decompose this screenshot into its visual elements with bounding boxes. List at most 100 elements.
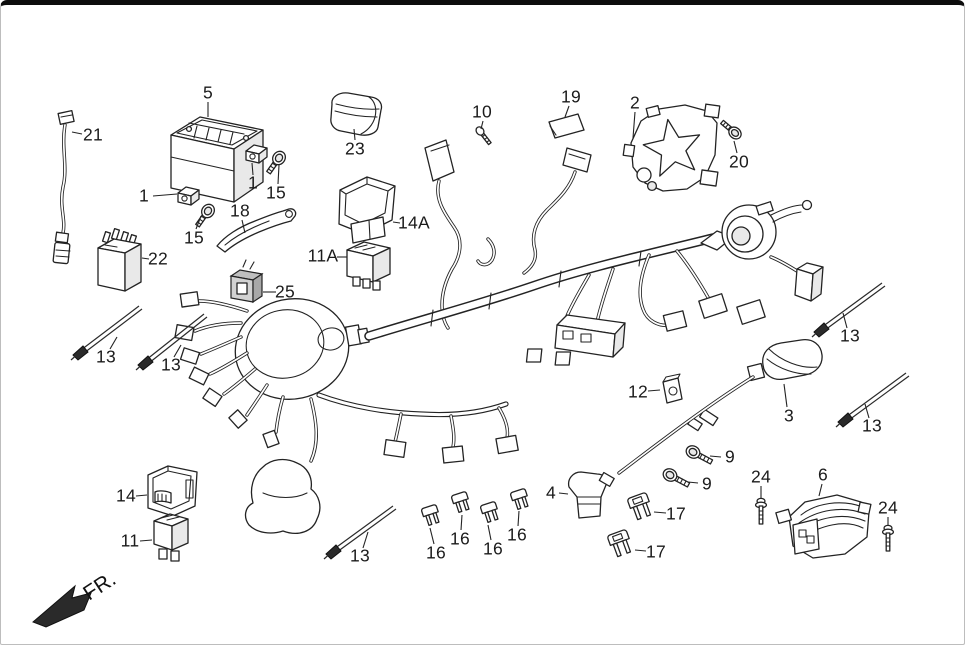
leader-line-14A-9 <box>392 221 401 224</box>
callout-label-25-11: 25 <box>274 281 296 302</box>
leader-line-13-19 <box>864 403 870 419</box>
leader-line-9-23 <box>709 455 722 458</box>
leader-line-13-17 <box>173 344 182 358</box>
callout-label-23-8: 23 <box>344 138 366 159</box>
part-mini-fuse-16b <box>451 491 470 513</box>
leader-line-14-35 <box>135 494 148 497</box>
wiring-diagram-illustration: FR. <box>32 92 910 628</box>
callout-label-13-18: 13 <box>839 325 861 346</box>
leader-line-16-29 <box>517 510 520 527</box>
wire-harness <box>174 139 824 534</box>
callout-label-16-26: 16 <box>425 542 447 563</box>
callout-label-16-28: 16 <box>482 538 504 559</box>
part-fuse-case <box>147 465 198 517</box>
part-cable-strap-a <box>70 305 143 361</box>
part-cushion-pad <box>548 113 585 139</box>
callout-label-24-33: 24 <box>877 497 899 518</box>
callout-label-11-36: 11 <box>120 530 140 551</box>
leader-line-22-7 <box>141 257 150 260</box>
callout-label-11A-10: 11A <box>307 245 339 266</box>
callout-label-22-7: 22 <box>147 248 169 269</box>
part-cable-strap-e <box>323 505 397 560</box>
callout-label-21-0: 21 <box>82 124 104 145</box>
leader-line-19-13 <box>564 105 570 118</box>
part-flange-bolt-20 <box>720 119 742 140</box>
part-cable-strap-c <box>811 282 886 338</box>
leader-line-10-12 <box>480 120 484 130</box>
leader-line-16-27 <box>460 514 463 531</box>
callout-label-2-14: 2 <box>629 92 641 113</box>
leader-line-17-31 <box>634 549 647 552</box>
part-fuse-case-comp <box>338 176 396 244</box>
leader-line-4-25 <box>558 492 569 495</box>
part-flange-bolt-9b <box>662 468 691 488</box>
callout-leader-lines <box>71 102 889 552</box>
callout-label-13-16: 13 <box>95 346 117 367</box>
part-relay <box>153 513 189 562</box>
callout-label-24-32: 24 <box>750 466 772 487</box>
callout-label-17-31: 17 <box>645 541 667 562</box>
part-relay-comp <box>346 241 391 291</box>
part-ignition-coil <box>617 339 823 475</box>
part-cable-strap-b <box>135 313 208 371</box>
leader-line-9-24 <box>687 481 699 484</box>
part-relay-unit <box>97 227 142 292</box>
fr-arrow-icon <box>32 584 92 628</box>
part-terminal-nut-right <box>245 144 268 164</box>
leader-line-18-6 <box>241 219 246 234</box>
callout-label-13-17: 13 <box>160 354 182 375</box>
callout-label-17-30: 17 <box>665 503 687 524</box>
part-tapping-screw-24b <box>881 524 895 552</box>
callout-label-15-3: 15 <box>183 227 205 248</box>
part-tapping-screw-24a <box>754 497 768 525</box>
part-mini-fuse-16a <box>421 504 440 526</box>
callout-label-14A-9: 14A <box>397 212 431 233</box>
callout-label-10-12: 10 <box>471 101 493 122</box>
leader-line-20-15 <box>733 140 738 154</box>
leader-line-15-5 <box>277 164 280 185</box>
part-screw-10 <box>475 126 492 146</box>
part-cable-strap-d <box>835 372 910 428</box>
part-blade-fuse-17b <box>607 529 632 558</box>
leader-line-3-22 <box>783 383 788 408</box>
callout-label-5-1: 5 <box>202 82 214 103</box>
callout-label-15-5: 15 <box>265 182 287 203</box>
leader-line-1-2 <box>152 193 178 197</box>
callout-label-16-27: 16 <box>449 528 471 549</box>
leader-line-13-20 <box>362 531 369 549</box>
part-connector-25 <box>229 259 264 304</box>
callout-label-13-19: 13 <box>861 415 883 436</box>
part-bracket-assembly <box>622 103 721 192</box>
leader-line-13-18 <box>842 312 848 329</box>
part-terminal-cover <box>330 92 383 136</box>
fr-direction-indicator: FR. <box>32 567 120 628</box>
callout-label-1-2: 1 <box>138 185 150 206</box>
leader-line-15-3 <box>195 215 202 230</box>
callout-label-12-21: 12 <box>627 381 649 402</box>
harness-connectors-left <box>174 291 280 449</box>
leader-line-1-4 <box>251 162 254 176</box>
part-blade-fuse-17a <box>627 492 652 521</box>
part-regulator-rectifier <box>775 494 872 559</box>
leader-line-16-28 <box>487 524 492 541</box>
leader-line-17-30 <box>653 511 667 514</box>
leader-line-13-16 <box>109 336 118 350</box>
leader-line-23-8 <box>353 128 356 141</box>
ignition-switch <box>700 199 813 260</box>
part-battery-cable <box>52 110 75 265</box>
callout-label-6-34: 6 <box>817 464 829 485</box>
leader-line-16-26 <box>429 527 435 545</box>
leader-line-12-21 <box>647 389 661 392</box>
leader-line-2-14 <box>632 111 636 139</box>
callout-label-9-23: 9 <box>724 446 736 467</box>
callout-label-20-15: 20 <box>728 151 750 172</box>
part-mini-fuse-16d <box>510 488 529 510</box>
part-mini-fuse-16c <box>480 501 499 523</box>
part-clip-nut <box>662 373 683 404</box>
part-spark-plug-cap <box>567 471 615 519</box>
callout-label-19-13: 19 <box>560 86 582 107</box>
part-battery <box>170 116 264 203</box>
part-battery-bracket <box>216 208 297 253</box>
callout-label-3-22: 3 <box>783 405 795 426</box>
